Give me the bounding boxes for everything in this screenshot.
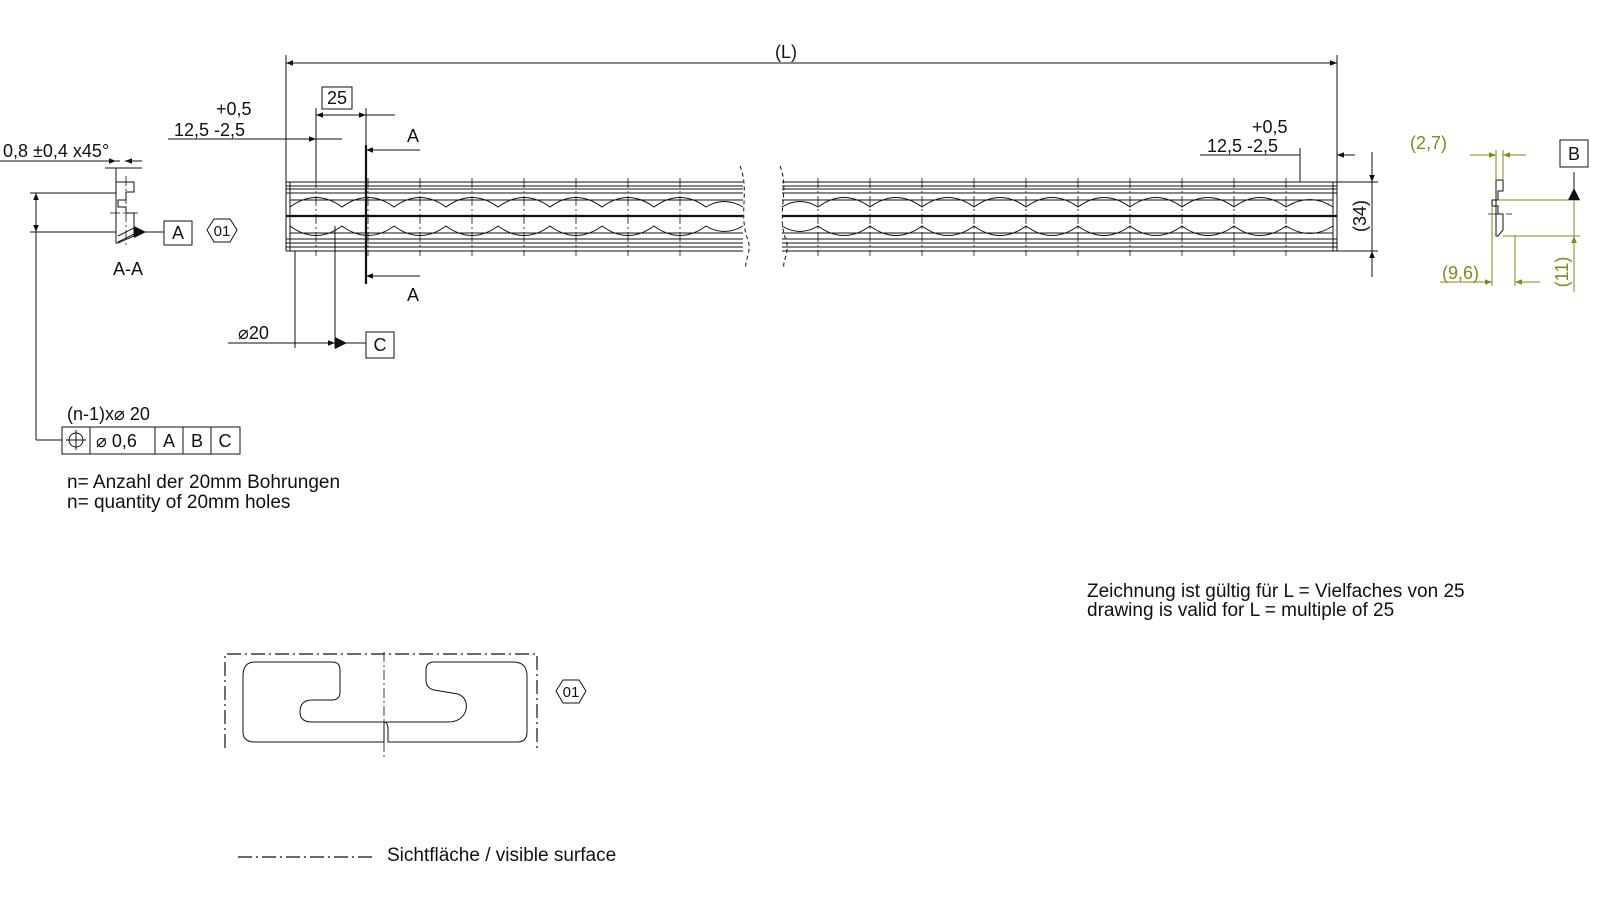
surface-symbol-label: 01 (214, 223, 231, 240)
length-label: (L) (775, 42, 797, 62)
rail-hole-pattern (289, 178, 1334, 256)
note-n-en: n= quantity of 20mm holes (67, 492, 290, 513)
datum-a-label: A (172, 223, 184, 243)
notes: n= Anzahl der 20mm Bohrungen n= quantity… (67, 472, 1465, 621)
rail-front-view (285, 165, 1338, 269)
tolerance-value: ⌀ 0,6 (96, 431, 137, 451)
surface-symbol-hexagon (206, 218, 238, 243)
visible-surface-detail: 01 (224, 652, 587, 758)
chamfer-label: 0,8 ±0,4 x45° (3, 141, 109, 161)
datum-b-label: B (1568, 144, 1580, 164)
hole-callout: (n-1)x⌀ 20 (67, 404, 150, 424)
datum-b-box (1559, 139, 1589, 168)
left-offset-lower: 12,5 -2,5 (174, 120, 245, 140)
position-symbol-icon (66, 430, 86, 450)
legend: Sichtfläche / visible surface (238, 845, 616, 866)
rail-right-segment (782, 181, 1338, 252)
surface-symbol-hexagon-detail (555, 679, 587, 704)
diameter-label: ⌀20 (238, 323, 269, 343)
tolerance-ref-b: B (191, 431, 203, 451)
legend-label: Sichtfläche / visible surface (387, 845, 616, 866)
break-lines (739, 165, 788, 269)
right-offset-dimension: +0,5 12,5 -2,5 (1200, 117, 1355, 182)
cut-marker-top: A (407, 126, 419, 146)
diameter-dimension: ⌀20 C (228, 226, 395, 359)
surface-symbol-detail-label: 01 (563, 684, 580, 701)
profile-depth-label: (9,6) (1442, 263, 1479, 283)
position-tolerance-frame: (n-1)x⌀ 20 ⌀ 0,6 A B C (61, 404, 241, 455)
pitch-label: 25 (327, 88, 347, 108)
note-valid-de: Zeichnung ist gültig für L = Vielfaches … (1087, 581, 1465, 602)
right-offset-upper: +0,5 (1252, 117, 1288, 137)
cut-marker-bottom: A (407, 285, 419, 305)
length-dimension: (L) (285, 42, 1338, 182)
section-cut-marker: A A (364, 126, 420, 305)
datum-c-box (365, 331, 395, 359)
tolerance-ref-a: A (163, 431, 175, 451)
tolerance-ref-c: C (219, 431, 232, 451)
left-offset-upper: +0,5 (216, 99, 252, 119)
section-view-aa: 0,8 ±0,4 x45° A-A A 01 (0, 141, 238, 441)
profile-height-label: (11) (1552, 257, 1572, 288)
height-dimension: (34) (1337, 152, 1378, 277)
profile-width-label: (2,7) (1410, 133, 1447, 153)
right-offset-lower: 12,5 -2,5 (1207, 136, 1278, 156)
datum-a-box (163, 220, 193, 246)
section-label: A-A (113, 259, 143, 279)
left-offset-dimension: +0,5 12,5 -2,5 25 (168, 86, 395, 182)
pitch-box (321, 86, 353, 110)
rail-left-segment (285, 181, 743, 252)
datum-c-label: C (374, 335, 387, 355)
note-n-de: n= Anzahl der 20mm Bohrungen (67, 472, 340, 493)
height-label: (34) (1350, 200, 1370, 232)
profile-side-view: (2,7) (9,6) (11) B (1410, 133, 1589, 292)
note-valid-en: drawing is valid for L = multiple of 25 (1087, 600, 1394, 621)
